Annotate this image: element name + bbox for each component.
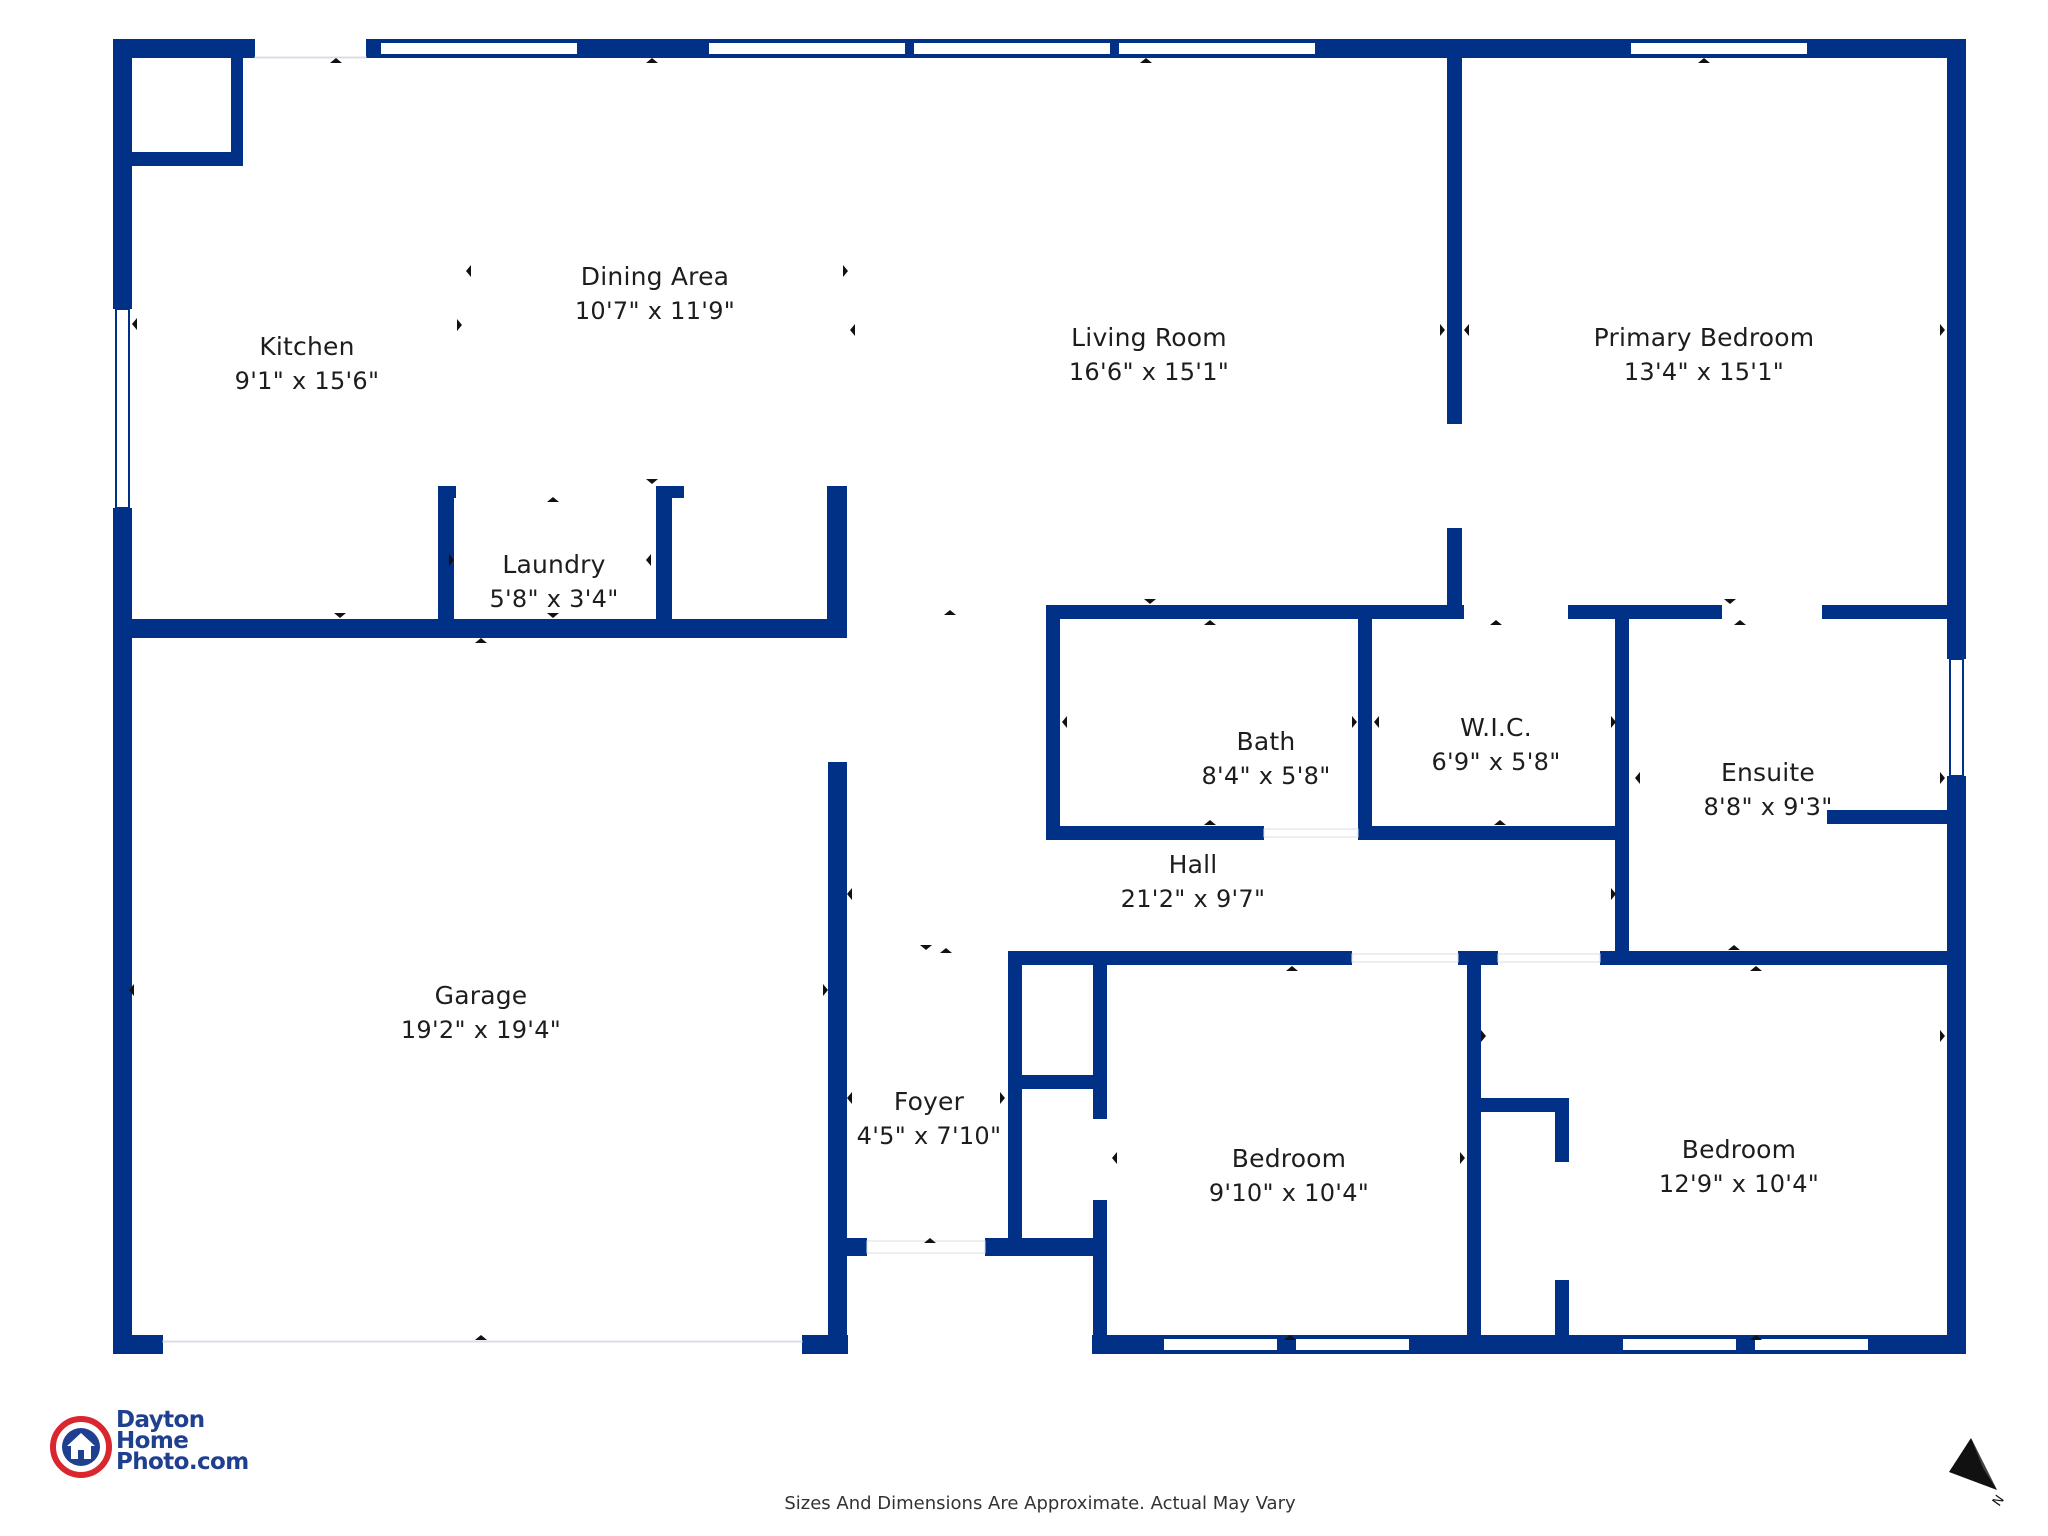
room-dining-area: Dining Area 10'7" x 11'9" <box>575 260 735 328</box>
logo-wordmark: Dayton Home Photo.com <box>116 1407 249 1475</box>
room-hall: Hall 21'2" x 9'7" <box>1121 848 1266 916</box>
room-bedroom-1: Bedroom 9'10" x 10'4" <box>1209 1142 1369 1210</box>
logo-line-1: Dayton <box>116 1407 205 1433</box>
logo-line-2: Home <box>116 1428 189 1454</box>
room-name: Ensuite <box>1720 758 1816 787</box>
room-living-room: Living Room 16'6" x 15'1" <box>1069 321 1229 389</box>
dimension-markers <box>129 58 1945 1340</box>
room-bedroom-2: Bedroom 12'9" x 10'4" <box>1659 1133 1819 1201</box>
room-dimensions: 10'7" x 11'9" <box>574 297 736 325</box>
room-name: W.I.C. <box>1460 713 1532 742</box>
room-name: Primary Bedroom <box>1593 323 1815 352</box>
compass-label: N <box>1990 1493 2008 1510</box>
disclaimer-text: Sizes And Dimensions Are Approximate. Ac… <box>784 1493 1296 1514</box>
room-dimensions: 21'2" x 9'7" <box>1120 885 1266 913</box>
room-name: Bath <box>1236 727 1296 756</box>
room-dimensions: 12'9" x 10'4" <box>1658 1170 1820 1198</box>
room-dimensions: 4'5" x 7'10" <box>856 1122 1002 1150</box>
room-name: Foyer <box>893 1087 965 1116</box>
room-name: Living Room <box>1071 323 1227 352</box>
room-dimensions: 9'1" x 15'6" <box>234 367 380 395</box>
room-bath: Bath 8'4" x 5'8" <box>1201 725 1330 793</box>
room-dimensions: 8'8" x 9'3" <box>1703 793 1833 821</box>
room-dimensions: 13'4" x 15'1" <box>1623 358 1785 386</box>
windows <box>115 41 1964 1352</box>
room-primary-bedroom: Primary Bedroom 13'4" x 15'1" <box>1594 321 1815 389</box>
room-dimensions: 6'9" x 5'8" <box>1431 748 1561 776</box>
room-walk-in-closet: W.I.C. 6'9" x 5'8" <box>1431 711 1560 779</box>
room-name: Hall <box>1168 850 1218 879</box>
room-kitchen: Kitchen 9'1" x 15'6" <box>235 330 380 398</box>
room-dimensions: 9'10" x 10'4" <box>1208 1179 1370 1207</box>
room-name: Garage <box>434 981 528 1010</box>
room-name: Dining Area <box>580 262 730 291</box>
room-name: Laundry <box>502 550 606 579</box>
room-laundry: Laundry 5'8" x 3'4" <box>489 548 618 616</box>
dayton-home-photo-logo: Dayton Home Photo.com <box>50 1407 270 1484</box>
compass-graphic: N <box>1949 1438 2008 1510</box>
room-foyer: Foyer 4'5" x 7'10" <box>857 1085 1002 1153</box>
room-dimensions: 16'6" x 15'1" <box>1068 358 1230 386</box>
room-dimensions: 19'2" x 19'4" <box>400 1016 562 1044</box>
door-openings <box>162 56 1601 1343</box>
room-name: Bedroom <box>1231 1144 1347 1173</box>
room-ensuite: Ensuite 8'8" x 9'3" <box>1703 756 1832 824</box>
room-dimensions: 8'4" x 5'8" <box>1201 762 1331 790</box>
room-dimensions: 5'8" x 3'4" <box>489 585 619 613</box>
north-arrow-icon: N <box>1935 1432 2015 1512</box>
house-camera-logo-icon <box>50 1416 112 1478</box>
room-garage: Garage 19'2" x 19'4" <box>401 979 561 1047</box>
room-name: Bedroom <box>1681 1135 1797 1164</box>
room-name: Kitchen <box>259 332 355 361</box>
logo-line-3: Photo.com <box>116 1449 249 1475</box>
